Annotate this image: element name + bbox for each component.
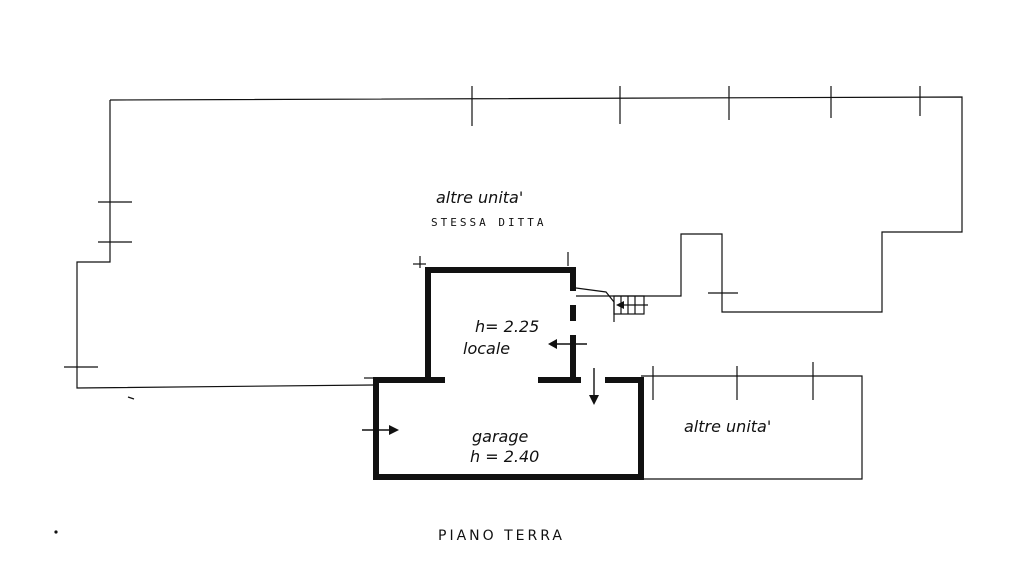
label-garage-name: garage [472,427,529,446]
arrow-down-to-garage [589,368,599,405]
label-other-units-right: altre unita' [684,417,771,436]
arrow-garage-entry [362,425,399,435]
stair-connector [575,287,648,322]
label-garage-height: h = 2.40 [470,447,539,466]
property-walls [364,252,644,480]
label-same-owner: STESSA DITTA [431,216,546,229]
stray-dot [54,530,58,534]
floor-title: PIANO TERRA [438,528,565,544]
label-room-height: h= 2.25 [475,317,539,336]
neighbor-outline-top [64,86,963,389]
label-other-units-top: altre unita' [436,188,523,207]
stray-mark [127,396,135,400]
label-room-name: locale [463,339,510,358]
arrow-locale-left [548,339,587,349]
neighbor-outline-right [641,362,863,480]
